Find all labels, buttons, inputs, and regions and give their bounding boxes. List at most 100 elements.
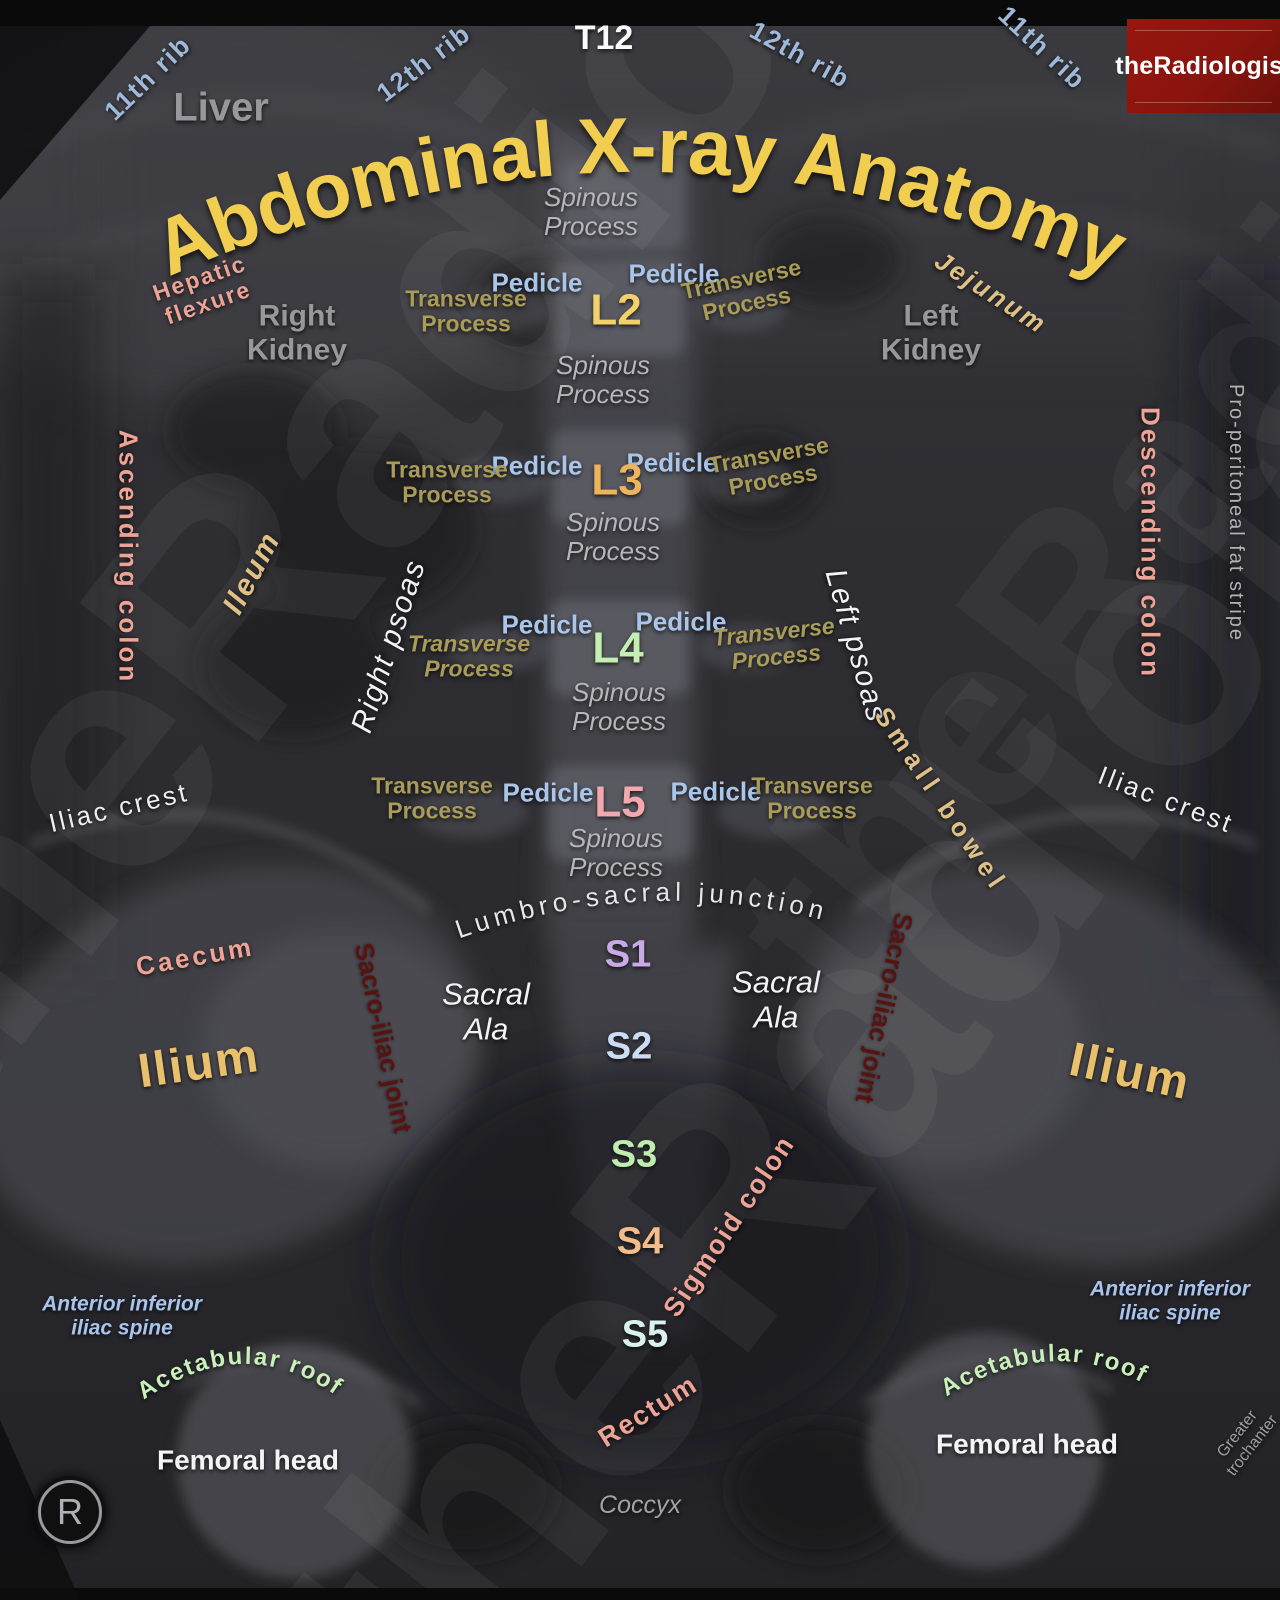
- greater-trochanter-label: Greater trochanter: [1208, 1400, 1280, 1480]
- s1-label: S1: [604, 933, 652, 976]
- logo-rule-lines: [1135, 30, 1272, 103]
- right-side-marker: R: [34, 1476, 106, 1548]
- transverse-l5-right-label: Transverse Process: [751, 773, 872, 825]
- transverse-l2-left-label: Transverse Process: [405, 285, 527, 338]
- right-kidney-line1: Right: [258, 299, 336, 333]
- sacro-iliac-joint-right-label: Sacro-iliac joint: [849, 910, 920, 1106]
- sacral-ala-left-line2: Ala: [463, 1011, 509, 1046]
- liver-label: Liver: [173, 85, 269, 130]
- spinous-1-line1: Spinous: [544, 181, 638, 212]
- l5-label: L5: [594, 777, 646, 827]
- acetabular-roof-label-left: Acetabular roof: [132, 1343, 348, 1405]
- spinous-3-line2: Process: [566, 536, 660, 566]
- iliac-crest-left-label: Iliac crest: [45, 776, 192, 839]
- logo-text: theRadiologist: [1115, 51, 1280, 80]
- left-kidney-line2: Kidney: [880, 333, 982, 366]
- left-kidney-line1: Left: [903, 299, 959, 333]
- aiis-right-line1: Anterior inferior: [1090, 1277, 1250, 1301]
- tp-l2l-line2: Process: [421, 311, 511, 337]
- svg-text:theRadiologist: theRadiologist: [0, 0, 1280, 1194]
- s3-label: S3: [610, 1133, 658, 1176]
- sacral-ala-left-line1: Sacral: [442, 976, 530, 1012]
- ascending-colon-label: Ascending colon: [113, 429, 144, 685]
- spinous-process-label-3: Spinous Process: [566, 506, 660, 566]
- ilium-right-label: Ilium: [1064, 1033, 1196, 1111]
- iliac-crest-right-label: Iliac crest: [1094, 759, 1239, 840]
- spinous-2-line1: Spinous: [556, 349, 650, 380]
- femoral-head-left-label: Femoral head: [156, 1444, 340, 1476]
- spinous-4-line2: Process: [572, 706, 666, 736]
- spinous-5-line2: Process: [569, 852, 663, 882]
- aiis-left-label: Anterior inferior iliac spine: [42, 1292, 202, 1339]
- tp-l2l-line1: Transverse: [405, 285, 527, 312]
- small-bowel-label: Small bowel: [868, 701, 1015, 898]
- caecum-label: Caecum: [133, 931, 257, 982]
- transverse-l3-left-label: Transverse Process: [386, 456, 508, 509]
- svg-text:theRadiologist: theRadiologist: [672, 0, 1280, 1053]
- marker-ring: R: [38, 1480, 102, 1544]
- aiis-left-line2: iliac spine: [71, 1316, 173, 1339]
- rectum-label: Rectum: [592, 1368, 703, 1454]
- sacral-ala-left-label: Sacral Ala: [442, 977, 530, 1046]
- tp-l4l-line2: Process: [424, 656, 514, 682]
- tp-l5l-line1: Transverse: [371, 772, 493, 799]
- spinous-3-line1: Spinous: [566, 506, 660, 537]
- acetabular-roof-label-right: Acetabular roof: [936, 1340, 1153, 1402]
- pedicle-l4-left-label: Pedicle: [501, 609, 593, 640]
- tp-l3l-line2: Process: [402, 482, 492, 508]
- pedicle-l3-left-label: Pedicle: [491, 450, 583, 481]
- sacral-ala-right-line2: Ala: [753, 999, 799, 1034]
- pedicle-l5-right-label: Pedicle: [670, 776, 762, 807]
- aiis-left-line1: Anterior inferior: [42, 1292, 202, 1316]
- pedicle-l2-left-label: Pedicle: [491, 267, 583, 298]
- rib-12-right-label: 12th rib: [744, 14, 856, 95]
- s4-label: S4: [616, 1220, 664, 1263]
- pedicle-l5-left-label: Pedicle: [502, 777, 594, 808]
- spinous-1-line2: Process: [544, 211, 638, 241]
- spinous-5-line1: Spinous: [569, 822, 663, 853]
- pedicle-l4-right-label: Pedicle: [635, 606, 727, 637]
- pedicle-l3-right-label: Pedicle: [626, 447, 718, 478]
- right-kidney-label: Right Kidney: [247, 299, 347, 366]
- spinous-process-label-2: Spinous Process: [556, 349, 650, 409]
- l4-label: L4: [592, 623, 644, 673]
- aiis-right-label: Anterior inferior iliac spine: [1090, 1277, 1250, 1324]
- sacral-ala-right-line1: Sacral: [732, 964, 820, 1000]
- sigmoid-colon-label: Sigmoid colon: [657, 1129, 801, 1323]
- descending-colon-label: Descending colon: [1135, 407, 1166, 679]
- tp-l5l-line2: Process: [387, 798, 477, 824]
- right-kidney-line2: Kidney: [246, 333, 348, 366]
- transverse-l4-left-label: Transverse Process: [407, 630, 531, 683]
- aiis-right-line2: iliac spine: [1119, 1301, 1221, 1324]
- sacral-ala-right-label: Sacral Ala: [732, 965, 820, 1034]
- spinous-process-label-1: Spinous Process: [544, 181, 638, 241]
- rib-12-left-label: 12th rib: [370, 17, 477, 108]
- rib-11-right-label: 11th rib: [992, 0, 1093, 96]
- the-radiologist-logo: theRadiologist: [1115, 19, 1280, 113]
- transverse-l3-right-label: Transverse Process: [707, 432, 835, 504]
- t12-label: T12: [574, 18, 634, 57]
- transverse-l4-right-label: Transverse Process: [711, 612, 839, 676]
- transverse-l5-left-label: Transverse Process: [371, 772, 493, 825]
- l2-label: L2: [590, 285, 642, 335]
- coccyx-label: Coccyx: [599, 1491, 681, 1519]
- hepatic-flexure-label: Hepatic flexure: [149, 250, 259, 331]
- ilium-left-label: Ilium: [134, 1028, 264, 1099]
- tp-l5r-line2: Process: [767, 798, 857, 824]
- femoral-head-right-label: Femoral head: [935, 1428, 1119, 1460]
- l3-label: L3: [591, 455, 643, 505]
- ileum-label: Ileum: [216, 526, 288, 620]
- left-kidney-label: Left Kidney: [881, 299, 981, 366]
- marker-letter: R: [57, 1491, 83, 1532]
- tp-l3l-line1: Transverse: [386, 456, 508, 483]
- sacro-iliac-joint-left-label: Sacro-iliac joint: [348, 940, 419, 1136]
- spinous-process-label-5: Spinous Process: [569, 822, 663, 882]
- tp-l4l-line1: Transverse: [407, 630, 531, 657]
- spinous-process-label-4: Spinous Process: [572, 676, 666, 736]
- fat-stripe-label: Pro-peritoneal fat stripe: [1225, 384, 1248, 642]
- spinous-4-line1: Spinous: [572, 676, 666, 707]
- s2-label: S2: [605, 1025, 653, 1068]
- s5-label: S5: [621, 1313, 669, 1356]
- spinous-2-line2: Process: [556, 379, 650, 409]
